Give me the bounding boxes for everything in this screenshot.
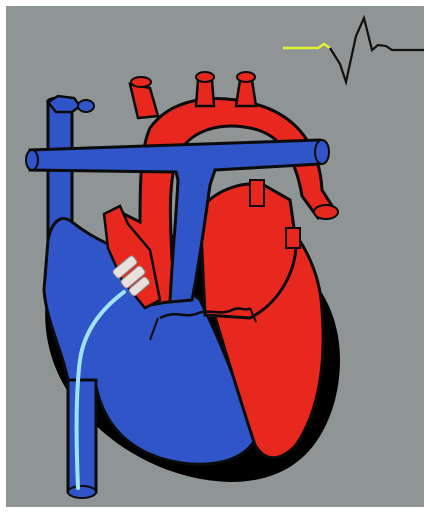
- inferior-vena-cava: [68, 380, 96, 492]
- pulmonary-vein-upper: [250, 180, 264, 206]
- pulmonary-vein-lower: [286, 228, 300, 248]
